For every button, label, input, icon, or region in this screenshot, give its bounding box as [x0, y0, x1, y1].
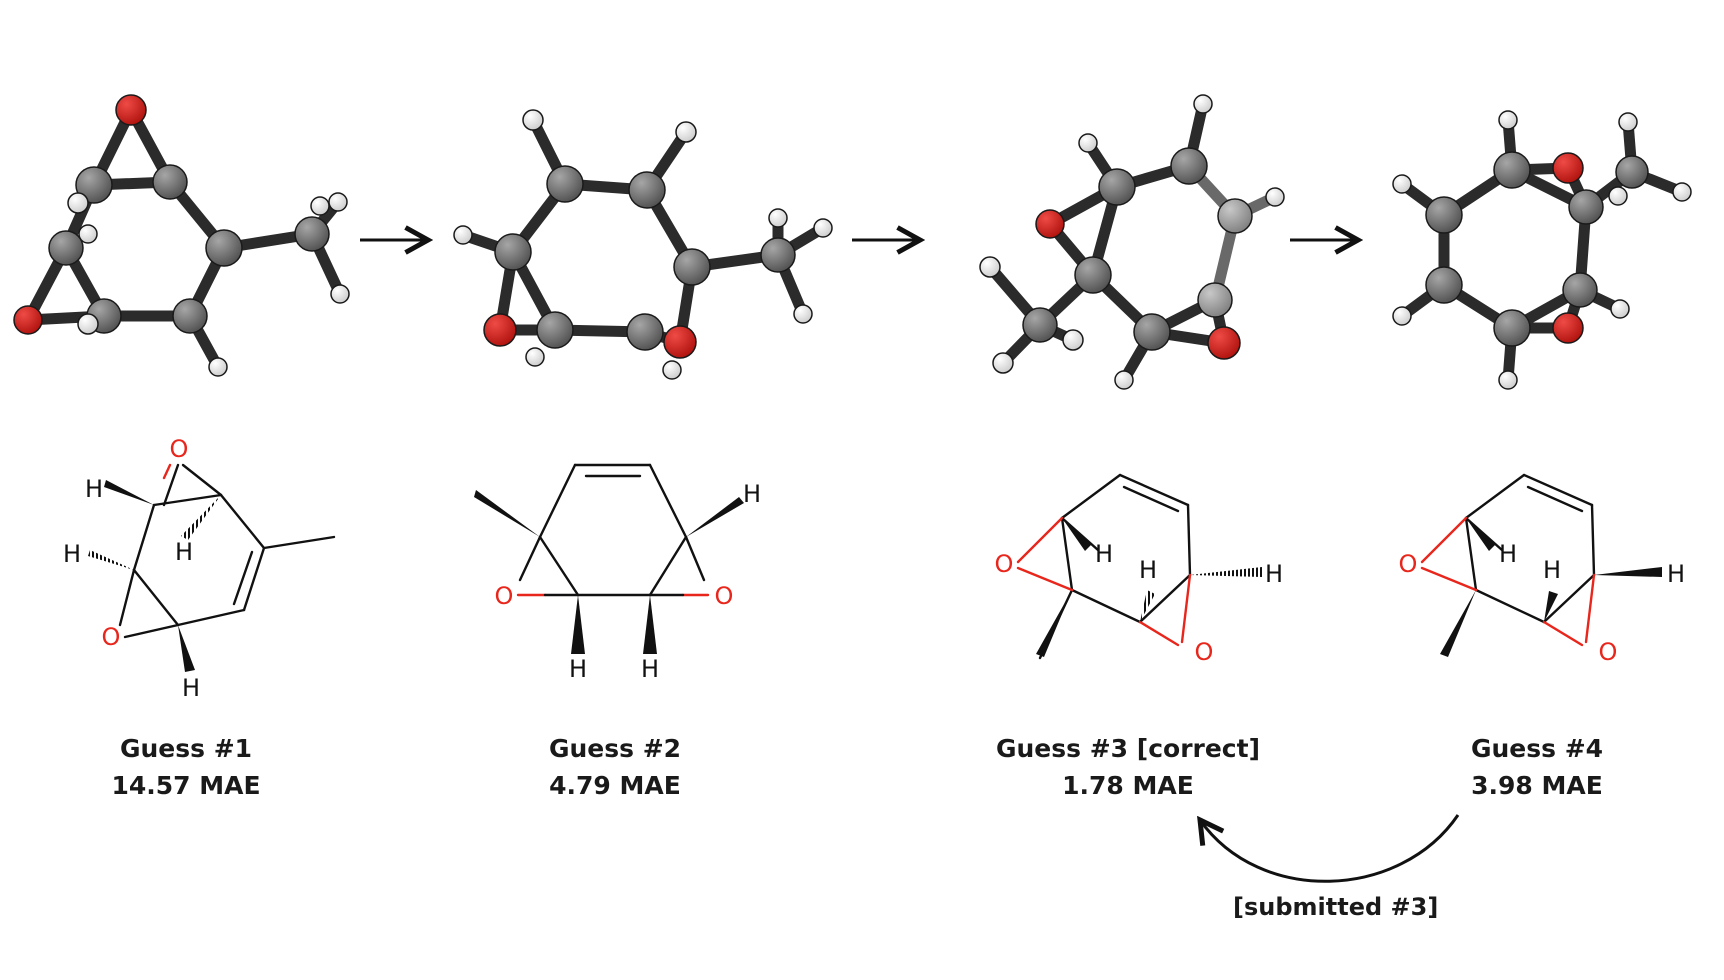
svg-text:H: H [85, 475, 103, 503]
guess-score: 4.79 MAE [549, 771, 681, 800]
svg-text:H: H [569, 655, 587, 683]
ball-stick-model-guess-2 [453, 109, 833, 380]
submission-label: [submitted #3] [1233, 893, 1439, 921]
svg-text:H: H [1499, 540, 1517, 568]
ball-stick-model-guess-1 [13, 94, 350, 377]
structure-drawing-guess-3: O O H H H [995, 473, 1283, 666]
guess-caption-3: Guess #3 [correct] 1.78 MAE [968, 730, 1288, 804]
ball-stick-model-guess-4 [1392, 110, 1692, 390]
guess-title: Guess #1 [119, 734, 253, 763]
svg-text:O: O [715, 582, 734, 610]
svg-text:O: O [170, 435, 189, 463]
svg-text:O: O [495, 582, 514, 610]
svg-text:H: H [1095, 540, 1113, 568]
svg-text:O: O [1399, 550, 1418, 578]
guess-score: 3.98 MAE [1471, 771, 1603, 800]
structure-drawing-guess-2: O O H H H [474, 463, 761, 683]
ball-stick-model-guess-3 [979, 94, 1285, 390]
guess-title: Guess #2 [548, 734, 682, 763]
svg-text:O: O [1195, 638, 1214, 666]
guess-caption-4: Guess #4 3.98 MAE [1377, 730, 1697, 804]
svg-text:H: H [182, 674, 200, 702]
svg-text:O: O [995, 550, 1014, 578]
svg-text:H: H [1265, 560, 1283, 588]
guess-title: Guess #4 [1470, 734, 1604, 763]
structure-drawing-guess-4: O O H H H [1399, 473, 1685, 666]
guess-caption-1: Guess #1 14.57 MAE [26, 730, 346, 804]
guess-title: Guess #3 [correct] [995, 734, 1260, 763]
svg-text:H: H [63, 540, 81, 568]
structure-drawing-guess-1: O O H H H H [63, 435, 336, 702]
svg-text:H: H [1543, 556, 1561, 584]
svg-text:H: H [1139, 556, 1157, 584]
svg-text:H: H [175, 538, 193, 566]
svg-text:H: H [1667, 560, 1685, 588]
guess-score: 14.57 MAE [111, 771, 261, 800]
svg-text:H: H [743, 480, 761, 508]
svg-text:O: O [102, 623, 121, 651]
guess-score: 1.78 MAE [1062, 771, 1194, 800]
guess-caption-2: Guess #2 4.79 MAE [455, 730, 775, 804]
svg-text:O: O [1599, 638, 1618, 666]
curved-arrow-icon [1200, 814, 1460, 883]
svg-text:H: H [641, 655, 659, 683]
